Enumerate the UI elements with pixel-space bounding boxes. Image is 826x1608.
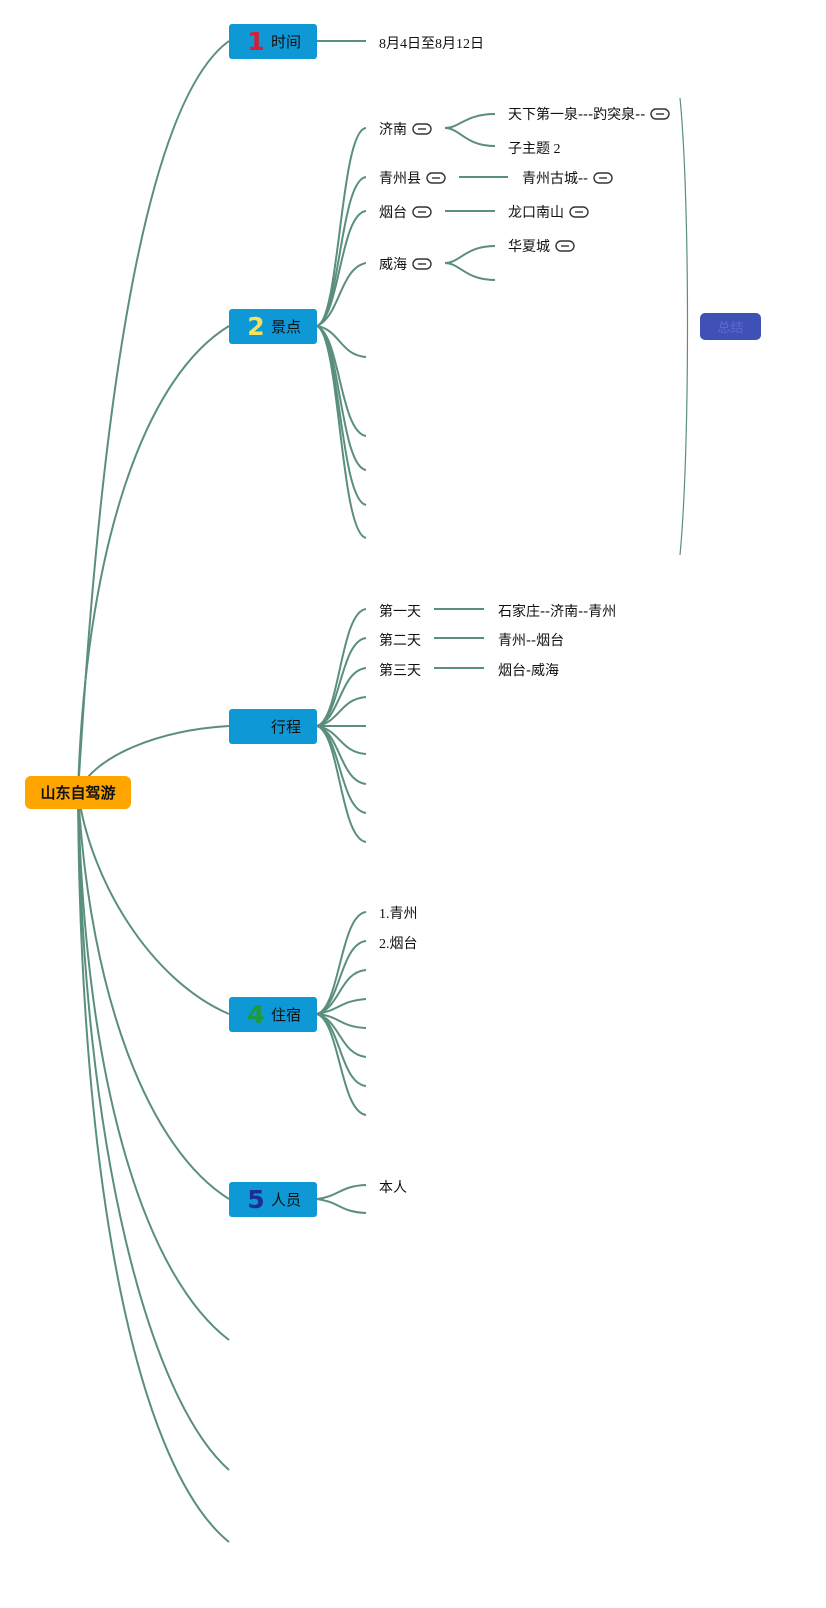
time-value[interactable]: 8月4日至8月12日 xyxy=(379,37,484,52)
topic-label: 青州县 xyxy=(379,171,421,187)
branch-people[interactable]: 5 人员 xyxy=(229,1182,317,1217)
topic-label: 华夏城 xyxy=(508,239,550,255)
number-2-icon: 2 xyxy=(247,312,265,341)
root-topic[interactable]: 山东自驾游 xyxy=(25,776,131,809)
topic-label: 天下第一泉---趵突泉-- xyxy=(508,107,646,123)
branch-time[interactable]: 1 时间 xyxy=(229,24,317,59)
spot-qingzhou-old-town[interactable]: 青州古城-- xyxy=(522,168,613,188)
itinerary-route-1[interactable]: 石家庄--济南--青州 xyxy=(498,604,617,620)
topic-label: 青州古城-- xyxy=(522,171,589,187)
branch-itinerary[interactable]: 行程 xyxy=(229,709,317,744)
summary-topic[interactable]: 总结 xyxy=(700,313,761,340)
topic-label: 龙口南山 xyxy=(508,205,564,221)
itinerary-day-2[interactable]: 第二天 xyxy=(379,633,421,649)
spot-city-jinan[interactable]: 济南 xyxy=(379,119,432,139)
spot-city-yantai[interactable]: 烟台 xyxy=(379,202,432,222)
people-item-1[interactable]: 本人 xyxy=(379,1180,407,1196)
spot-huaxia-city[interactable]: 华夏城 xyxy=(508,236,575,256)
link-icon[interactable] xyxy=(412,123,432,135)
branch-label: 行程 xyxy=(271,718,302,736)
branch-label: 人员 xyxy=(271,1191,302,1209)
itinerary-route-2[interactable]: 青州--烟台 xyxy=(498,633,565,649)
link-icon[interactable] xyxy=(593,172,613,184)
spot-city-weihai[interactable]: 威海 xyxy=(379,254,432,274)
number-1-icon: 1 xyxy=(247,27,265,56)
itinerary-day-1[interactable]: 第一天 xyxy=(379,604,421,620)
topic-label: 威海 xyxy=(379,257,407,273)
spot-baotu-spring[interactable]: 天下第一泉---趵突泉-- xyxy=(508,104,670,124)
spot-city-qingzhou[interactable]: 青州县 xyxy=(379,168,446,188)
branch-label: 时间 xyxy=(271,33,302,51)
number-4-icon: 4 xyxy=(247,1000,265,1029)
branch-spots[interactable]: 2 景点 xyxy=(229,309,317,344)
branch-lodging[interactable]: 4 住宿 xyxy=(229,997,317,1032)
itinerary-day-3[interactable]: 第三天 xyxy=(379,663,421,679)
link-icon[interactable] xyxy=(426,172,446,184)
link-icon[interactable] xyxy=(650,108,670,120)
itinerary-route-3[interactable]: 烟台-威海 xyxy=(498,663,560,679)
spot-longkou-nanshan[interactable]: 龙口南山 xyxy=(508,202,589,222)
link-icon[interactable] xyxy=(412,258,432,270)
spot-subtopic-2[interactable]: 子主题 2 xyxy=(508,142,561,157)
topic-label: 烟台 xyxy=(379,205,407,221)
link-icon[interactable] xyxy=(569,206,589,218)
link-icon[interactable] xyxy=(555,240,575,252)
number-5-icon: 5 xyxy=(247,1185,265,1214)
link-icon[interactable] xyxy=(412,206,432,218)
branch-label: 住宿 xyxy=(271,1006,302,1024)
lodging-item-2[interactable]: 2.烟台 xyxy=(379,937,418,952)
branch-label: 景点 xyxy=(271,318,302,336)
topic-label: 济南 xyxy=(379,122,407,138)
lodging-item-1[interactable]: 1.青州 xyxy=(379,907,418,922)
